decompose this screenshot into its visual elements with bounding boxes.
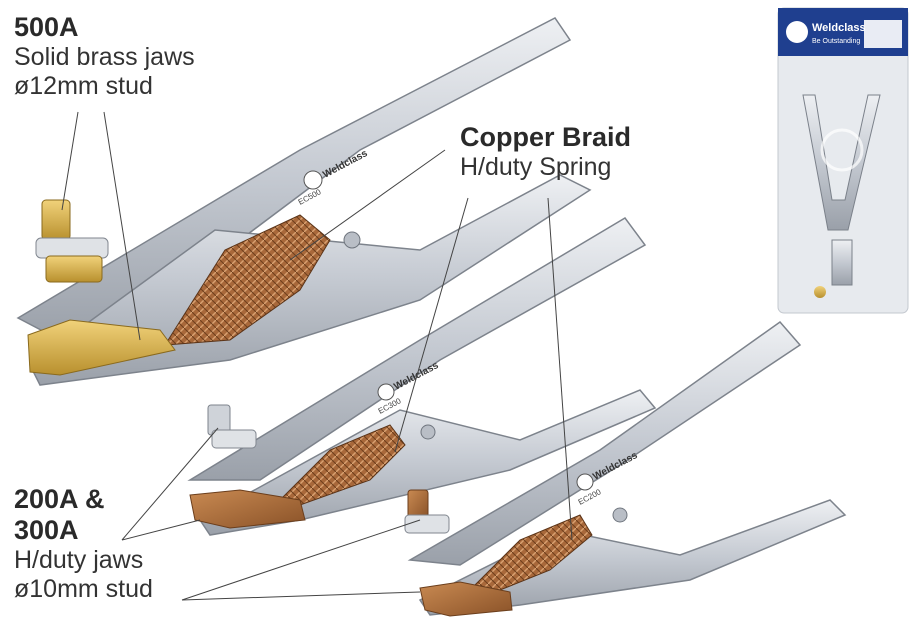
label-copper-braid: Copper Braid H/duty Spring	[460, 122, 631, 182]
label-200a-300a: 200A & 300A H/duty jaws ø10mm stud	[14, 484, 153, 604]
label-copper-spring: H/duty Spring	[460, 153, 612, 182]
label-500a-jaws: Solid brass jaws	[14, 43, 195, 72]
packaging-bag: Weldclass Be Outstanding	[777, 7, 909, 314]
label-copper-title: Copper Braid	[460, 122, 632, 152]
label-500a-stud: ø12mm stud	[14, 71, 153, 100]
label-200a-title: 200A &	[14, 484, 105, 514]
label-300a-title: 300A	[14, 515, 79, 546]
label-200a-jaws: H/duty jaws	[14, 546, 144, 575]
label-500a-title: 500A	[14, 12, 79, 42]
leader-lines	[61, 111, 573, 601]
label-200a-stud: ø10mm stud	[14, 574, 153, 603]
clamp-500a: Weldclass EC500	[16, 17, 592, 386]
label-500a: 500A Solid brass jaws ø12mm stud	[14, 12, 195, 101]
bag-tagline-text: Be Outstanding	[812, 38, 860, 45]
bag-brand-text: Weldclass	[812, 22, 866, 34]
